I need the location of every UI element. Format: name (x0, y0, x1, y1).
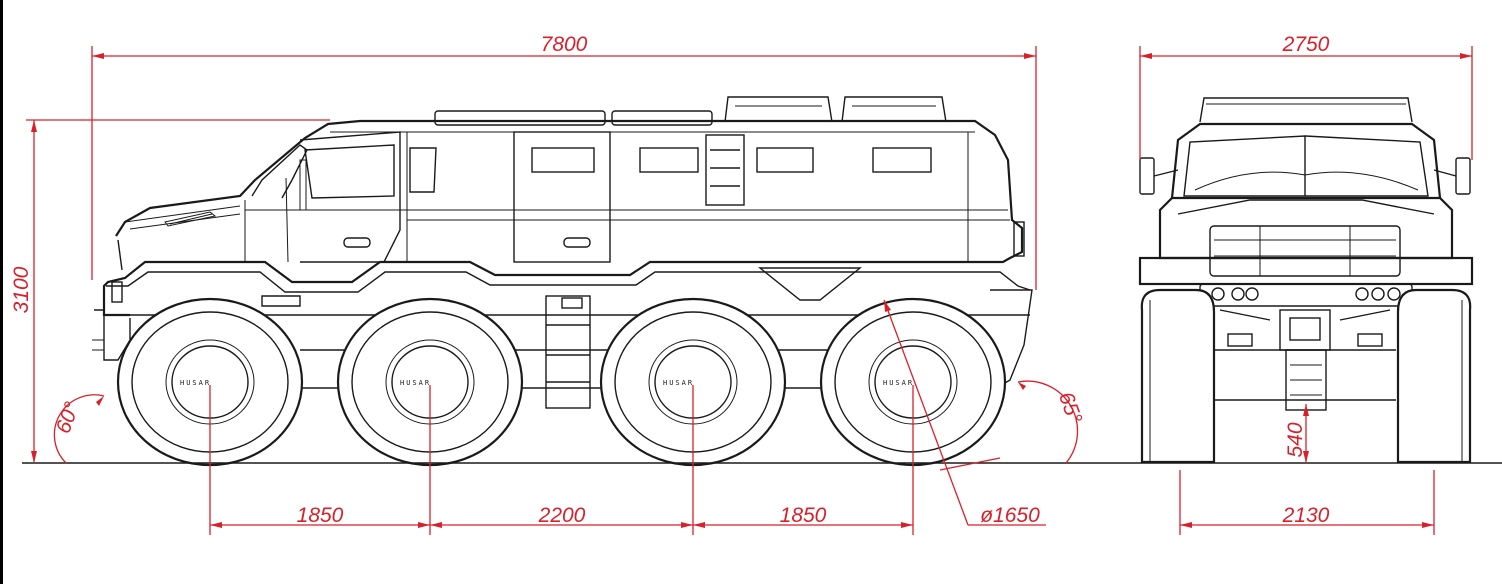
approach-angle-label: 60° (52, 399, 84, 437)
dim-overall-length: 7800 (91, 33, 1037, 290)
svg-text:HUSAR: HUSAR (400, 379, 431, 387)
dim-overall-width: 2750 (1139, 33, 1473, 160)
ground-clearance-label: 540 (1284, 422, 1307, 457)
dim-axle-spacing: 1850 2200 1850 (209, 385, 914, 535)
dim-approach-angle: 60° (52, 394, 105, 464)
front-view-vehicle (1138, 97, 1474, 464)
axle-spacing-2-label: 2200 (538, 504, 586, 527)
roof-rack (434, 96, 947, 126)
side-wheel-4: HUSAR (819, 297, 1007, 467)
dim-ground-clearance: 540 (1284, 404, 1309, 463)
axle-spacing-3-label: 1850 (780, 504, 827, 527)
wheel-diameter-label: ø1650 (980, 504, 1040, 527)
svg-text:HUSAR: HUSAR (883, 379, 914, 387)
dim-track-width: 2130 (1179, 470, 1435, 535)
departure-angle-label: 65° (1054, 389, 1086, 427)
svg-text:HUSAR: HUSAR (180, 379, 211, 387)
body-outline (102, 119, 1024, 317)
overall-length-label: 7800 (541, 33, 588, 56)
overall-width-label: 2750 (1282, 33, 1330, 56)
track-width-label: 2130 (1282, 504, 1330, 527)
overall-height-label: 3100 (10, 266, 33, 313)
svg-text:HUSAR: HUSAR (663, 379, 694, 387)
dim-wheel-diameter: ø1650 (883, 299, 1046, 527)
dim-overall-height: 3100 (10, 119, 330, 463)
axle-spacing-1-label: 1850 (297, 504, 344, 527)
side-wheel-3: HUSAR (599, 297, 787, 467)
side-view-vehicle: HUSAR HUSAR HUSAR HUSAR (92, 96, 1033, 467)
dim-departure-angle: 65° (1017, 380, 1086, 464)
